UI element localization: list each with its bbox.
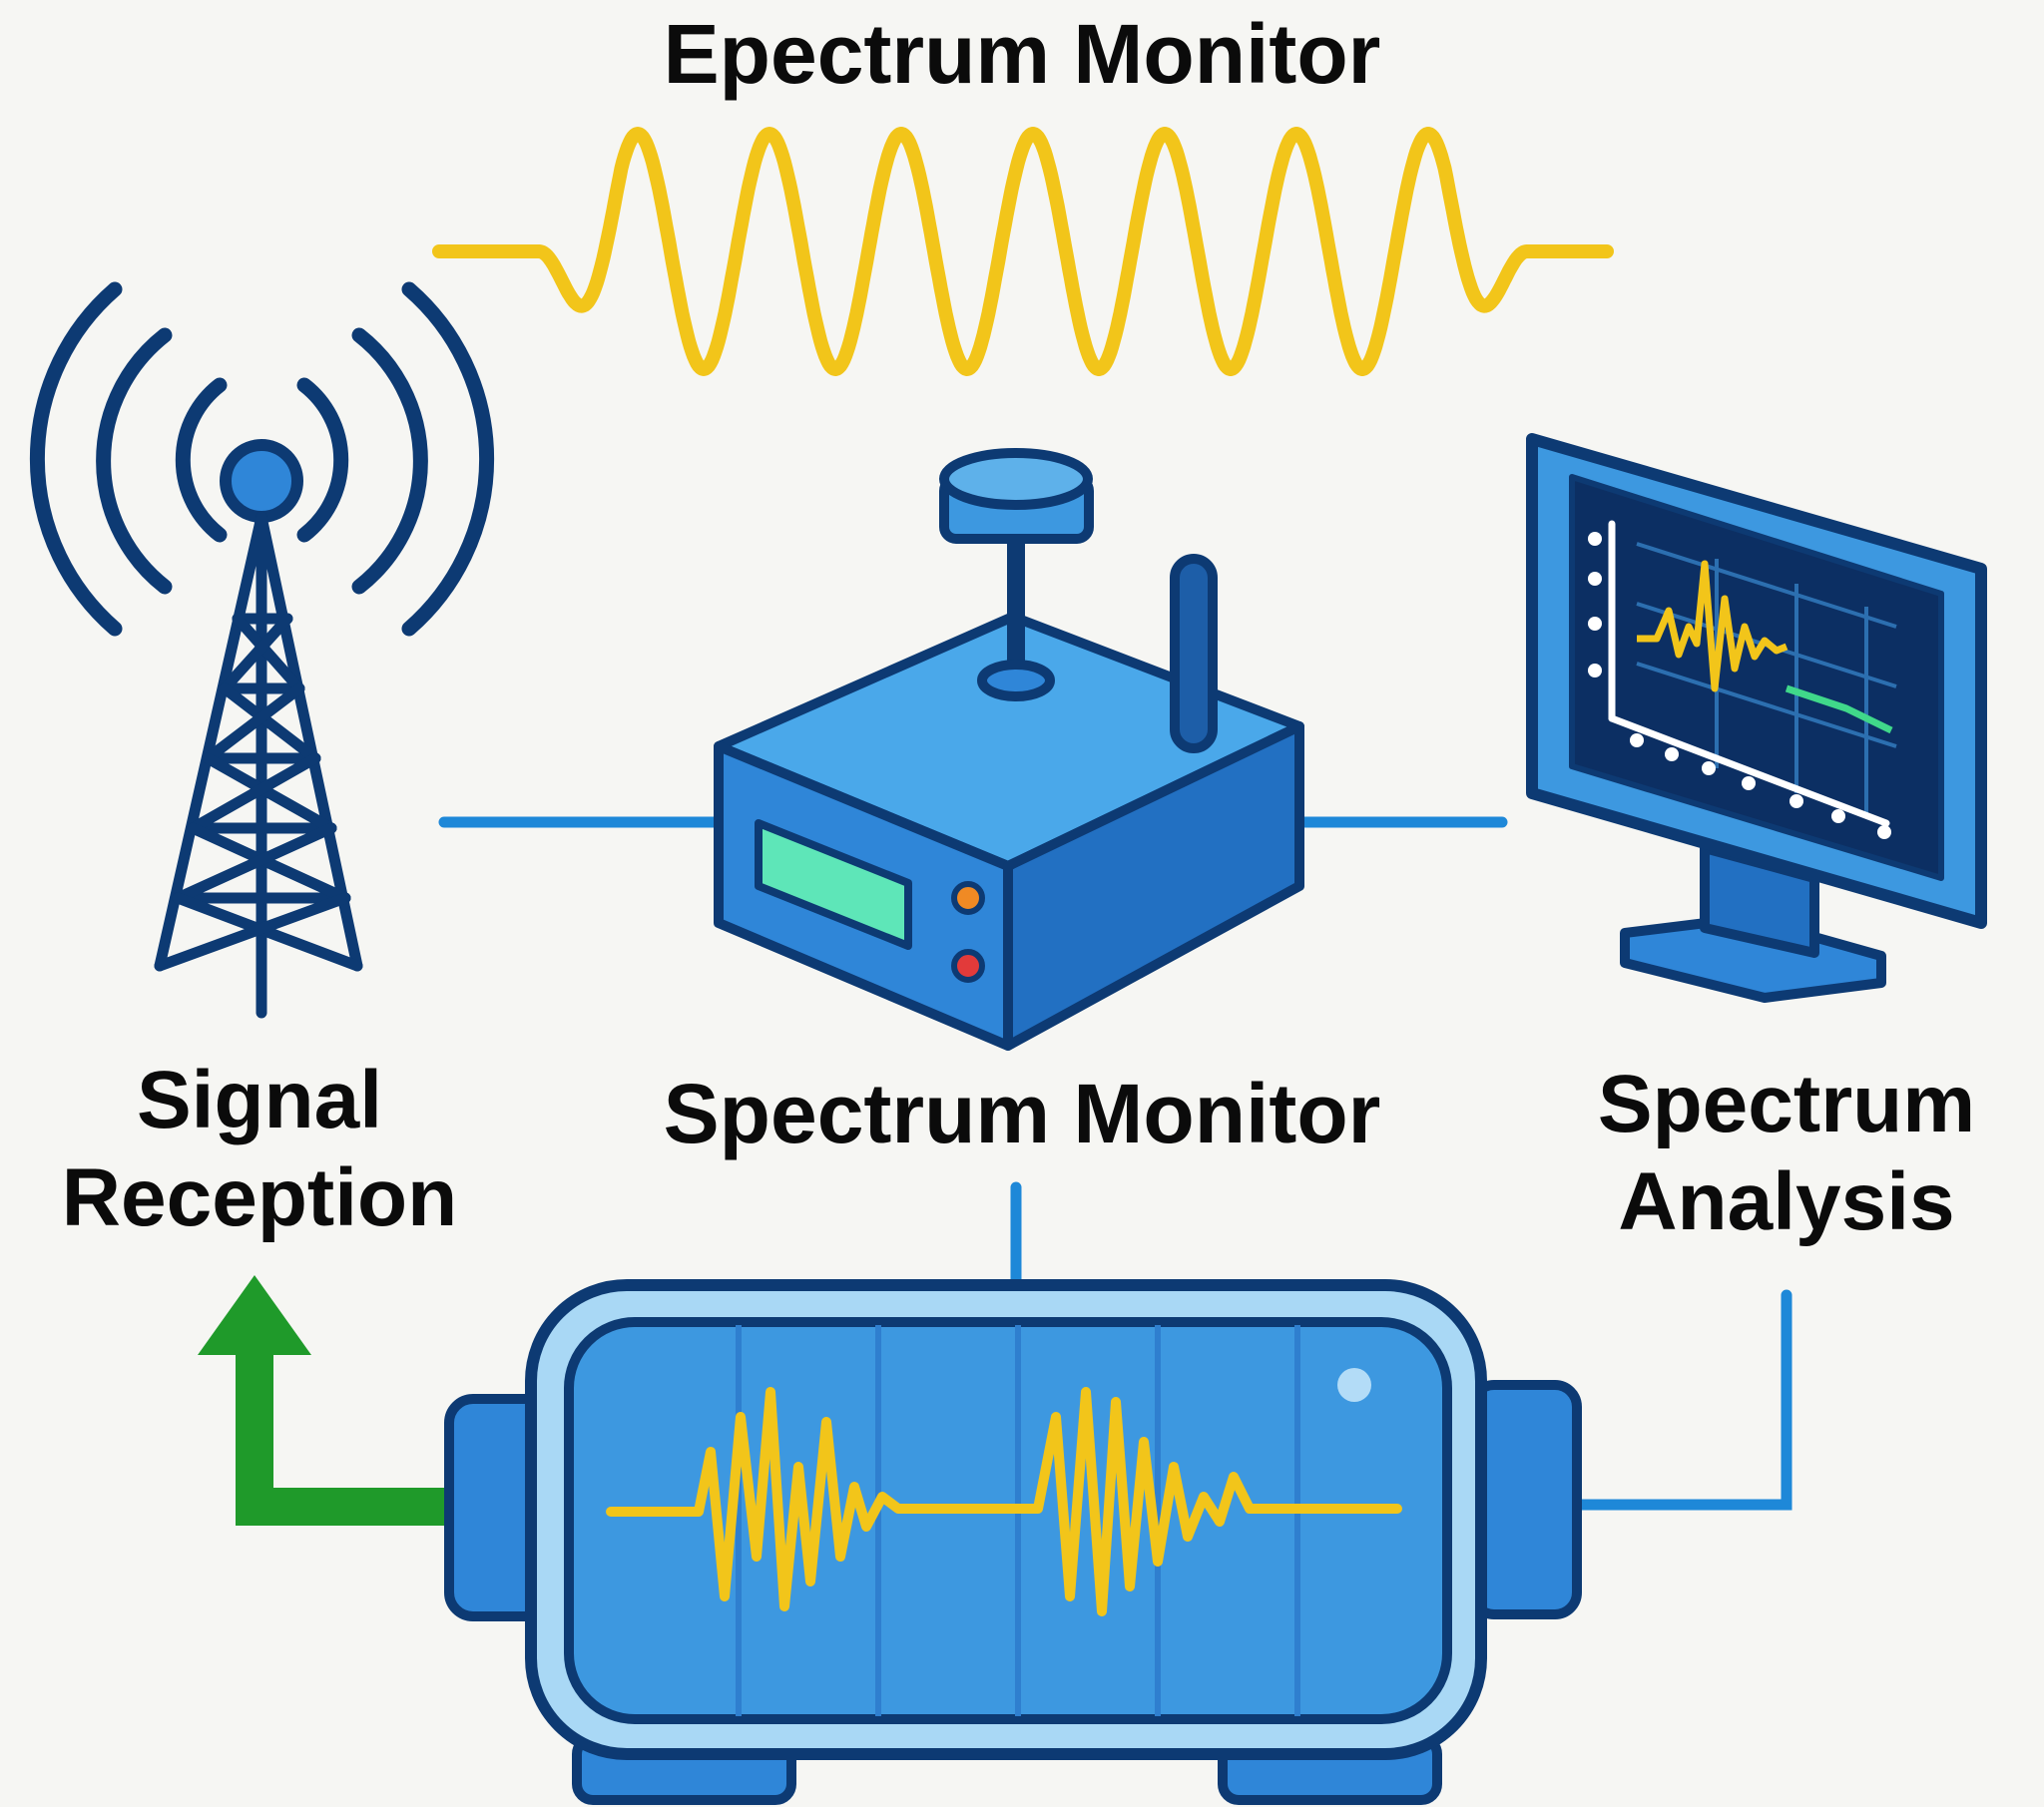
monitor-axis-ticks — [1588, 532, 1891, 839]
waveform-tank-icon — [444, 1279, 1582, 1805]
tank-highlight — [1337, 1368, 1371, 1402]
radio-waves-left — [29, 281, 228, 637]
analysis-monitor-icon — [1526, 433, 1987, 1003]
tank-endcap-right — [1467, 1380, 1582, 1619]
connector-tank-to-analysis — [1571, 1289, 1792, 1511]
device-display — [755, 819, 912, 950]
tower-lattice — [154, 511, 363, 1019]
cell-tower-icon — [29, 281, 495, 1019]
monitor-axes — [1608, 520, 1890, 827]
tank-inner-panel — [564, 1317, 1452, 1724]
radio-waves-right — [296, 281, 495, 637]
tank-waveform-trace — [606, 1387, 1402, 1616]
monitor-spectrum-trace — [1637, 560, 1788, 692]
tank-panel-dividers — [736, 1325, 1300, 1716]
spectrum-analysis-line-1: Spectrum — [1597, 1059, 1976, 1149]
spectrum-analysis-label: Spectrum Analysis — [1537, 1056, 2036, 1252]
signal-reception-label: Signal Reception — [20, 1052, 499, 1248]
monitor-baseline-trace — [1785, 684, 1893, 734]
connector-lines — [438, 816, 1792, 1511]
spectrum-monitor-label: Spectrum Monitor — [663, 1067, 1381, 1160]
spectrum-analysis-line-2: Analysis — [1618, 1156, 1955, 1248]
signal-reception-line-2: Reception — [61, 1152, 458, 1244]
diagram-top-title: Epectrum Monitor — [663, 7, 1381, 101]
device-led-orange — [951, 881, 985, 915]
sine-wave-icon — [432, 127, 1614, 376]
device-side-face — [1003, 721, 1304, 1051]
green-arrow-icon — [198, 1275, 467, 1526]
monitor-screen — [1569, 474, 1944, 881]
signal-reception-line-1: Signal — [136, 1055, 383, 1145]
device-led-red — [951, 949, 985, 983]
spectrum-monitor-device-icon — [714, 448, 1304, 1051]
